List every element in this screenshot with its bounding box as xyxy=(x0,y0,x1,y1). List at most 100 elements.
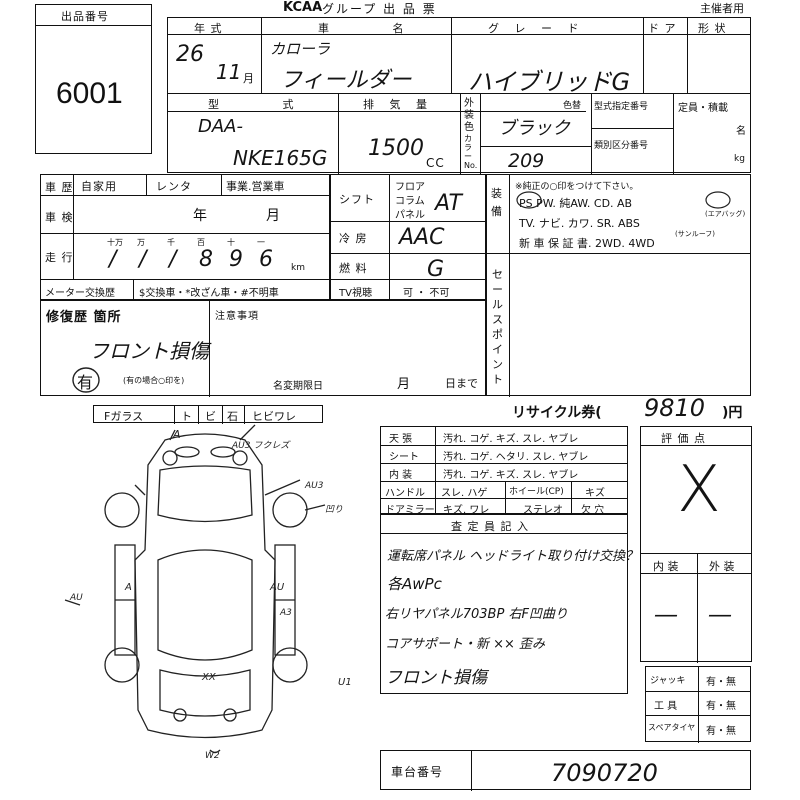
shift-label: シフト xyxy=(339,193,375,206)
history-label: 車 歴 xyxy=(45,181,74,194)
car-maker: カローラ xyxy=(270,40,331,58)
equipment-row2: TV. ナビ. カワ. SR. ABS xyxy=(519,217,640,230)
capacity-unit-people: 名 xyxy=(736,126,746,137)
inspector-notes-box: 査 定 員 記 入 運転席パネル ヘッドライト取り付け交換？ 各AwPc 右リヤ… xyxy=(380,514,638,694)
lot-number-label: 出品番号 xyxy=(61,10,109,23)
mileage-digit: / xyxy=(109,247,117,272)
equipment-row3: 新 車 保 証 書. 2WD. 4WD xyxy=(519,237,655,250)
tv-label: TV視聴 xyxy=(339,288,372,299)
mileage-digit: 9 xyxy=(229,247,243,272)
inspection-month: 月 xyxy=(266,208,281,224)
wheel-value: キズ xyxy=(585,488,605,499)
year-label: 年 式 xyxy=(194,22,223,35)
interior-score: ― xyxy=(655,603,677,628)
disp-label: 排 気 量 xyxy=(363,98,433,111)
color-change-label: 色替 xyxy=(563,101,582,111)
color-code: 209 xyxy=(508,150,545,172)
shift-column: コラム xyxy=(395,196,425,207)
year-month: 11 xyxy=(216,60,242,84)
mark-au-outer: AU xyxy=(69,593,83,603)
host-label: 主催者用 xyxy=(700,2,744,15)
mark-u1: U1 xyxy=(338,677,352,688)
tools-box: ジャッキ 有・無 工 具 有・無 スペアタイヤ 有・無 xyxy=(645,666,751,743)
recycle-value: 9810 xyxy=(644,394,706,422)
mark-dent: 凹り xyxy=(325,504,343,515)
chassis-box: 車台番号 7090720 xyxy=(380,750,751,791)
condition-row-label: 天 張 xyxy=(389,434,413,445)
disp-unit: CC xyxy=(426,156,445,170)
displacement: 1500 xyxy=(368,136,424,161)
repair-yes-circle xyxy=(72,367,100,393)
car-model: フィールダー xyxy=(280,68,412,93)
mileage-digit: 8 xyxy=(199,247,213,272)
exterior-label: 外 装 xyxy=(709,560,735,573)
wheel-label: ホイール(CP) xyxy=(509,487,564,497)
equipment-note: ※純正の○印をつけて下さい。 xyxy=(515,182,639,192)
door-label: ド ア xyxy=(648,22,677,35)
brand: KCAA xyxy=(283,0,323,15)
color-value: ブラック xyxy=(498,118,570,139)
condition-row-options: 汚れ. コゲ. キズ. スレ. ヤブレ xyxy=(443,470,579,481)
repair-notes-box: 修復歴 箇所 フロント損傷 有 (有の場合○印を) 注意事項 名変期限日 月 日… xyxy=(40,300,486,397)
inspector-line-1: 運転席パネル ヘッドライト取り付け交換？ xyxy=(387,549,639,564)
mark-au3-bulge: AU3 フクレズ xyxy=(231,440,291,451)
model-prefix: DAA- xyxy=(198,116,243,137)
shift-floor: フロア xyxy=(395,182,425,193)
mileage-unit: km xyxy=(291,263,305,273)
damage-diagram: A AU3 フクレズ AU3 凹り A AU A3 AU XX U1 W2 xyxy=(64,424,352,761)
mileage-digit: / xyxy=(139,247,147,272)
inspector-line-4: コアサポート・新 ×× 歪み xyxy=(385,637,546,652)
equipment-box: 装備 ※純正の○印をつけて下さい。 PS PW. 純AW. CD. AB (エア… xyxy=(486,174,751,397)
interior-label: 内 装 xyxy=(653,560,679,573)
fuel-value: G xyxy=(427,257,445,282)
history-rental: レンタ xyxy=(156,180,192,193)
shape-label: 形 状 xyxy=(698,22,727,35)
mark-a-left: A xyxy=(124,582,132,593)
score-box: 評 価 点 X 内 装 外 装 ― ― xyxy=(640,426,752,663)
inspector-line-2: 各AwPc xyxy=(387,575,442,593)
meter-options: $交換車・*改ざん車・#不明車 xyxy=(139,288,279,299)
mileage-unit-label: 十 xyxy=(227,238,235,247)
equipment-row1: PS PW. 純AW. CD. AB xyxy=(519,197,633,210)
repair-label: 修復歴 箇所 xyxy=(46,310,122,325)
model-code: NKE165G xyxy=(233,146,328,170)
glass-row: Fガラス ト ビ 石 ヒビワレ xyxy=(93,405,323,424)
capacity-unit-kg: kg xyxy=(734,154,745,164)
notes-label: 注意事項 xyxy=(215,311,259,322)
shift-value: AT xyxy=(435,191,462,216)
repair-yes: 有 xyxy=(77,373,94,392)
mark-w2: W2 xyxy=(205,751,220,761)
lot-number-box: 出品番号 6001 xyxy=(35,4,152,154)
mirror-label: ドアミラー xyxy=(385,505,435,516)
mark-a3: A3 xyxy=(279,608,292,618)
chassis-label: 車台番号 xyxy=(391,765,444,779)
mileage-label: 走 行 xyxy=(45,251,74,264)
chassis-number: 7090720 xyxy=(551,759,658,787)
history-business: 事業.営業車 xyxy=(226,180,285,193)
month-unit: 月 xyxy=(243,72,255,85)
inspector-line-5: フロント損傷 xyxy=(385,668,487,688)
sales-point-label: セールスポイント xyxy=(492,268,504,386)
condition-row-options: 汚れ. コゲ. キズ. スレ. ヤブレ xyxy=(443,434,579,445)
history-private: 自家用 xyxy=(81,180,117,193)
meter-label: メーター交換歴 xyxy=(45,288,115,299)
name-change-label: 名変期限日 xyxy=(273,381,323,392)
name-change-day: 日まで xyxy=(445,377,478,390)
capacity-label: 定員・積載 xyxy=(678,103,728,114)
equipment-label: 装備 xyxy=(491,187,503,218)
tools-label: 工 具 xyxy=(654,701,678,712)
spare-tire-value: 有・無 xyxy=(706,726,736,737)
inspector-line-3: 右リヤパネル703BP 右F凹曲り xyxy=(385,607,568,622)
jack-value: 有・無 xyxy=(706,677,736,688)
recycle-unit: )円 xyxy=(722,405,743,421)
repair-value: フロント損傷 xyxy=(89,339,209,363)
exterior-score: ― xyxy=(709,603,731,628)
handle-options: スレ. ハゲ xyxy=(441,488,488,499)
mileage-unit-label: 百 xyxy=(197,238,205,247)
fuel-label: 燃 料 xyxy=(339,262,368,275)
inspection-label: 車 検 xyxy=(45,211,74,224)
condition-row-label: 内 装 xyxy=(389,470,413,481)
sheet-title: グループ 出 品 票 xyxy=(322,2,437,16)
grade-value: ハイブリッドG xyxy=(468,68,631,96)
mileage-unit-label: 千 xyxy=(167,238,175,247)
